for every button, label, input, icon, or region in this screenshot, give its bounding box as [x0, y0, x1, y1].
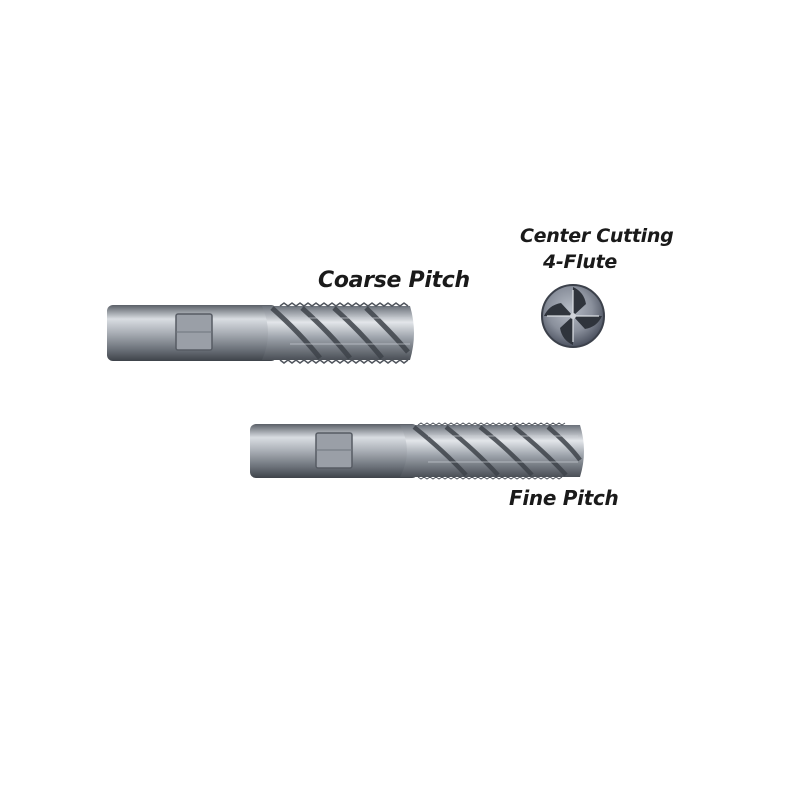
- center-cutting-label: Center Cutting: [520, 225, 674, 247]
- coarse-pitch-label: Coarse Pitch: [318, 268, 470, 293]
- center-cutting-end-view: [541, 284, 605, 348]
- coarse-pitch-end-mill: [107, 302, 414, 364]
- fine-flutes: [400, 425, 584, 477]
- four-flute-label: 4-Flute: [543, 251, 617, 273]
- fine-pitch-label: Fine Pitch: [509, 486, 619, 510]
- fine-pitch-end-mill: [250, 422, 584, 480]
